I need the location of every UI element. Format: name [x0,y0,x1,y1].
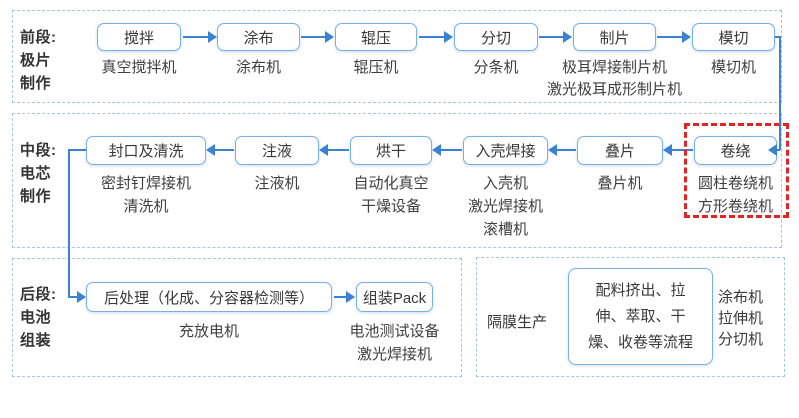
section-middle-label: 中段: 电芯 制作 [20,142,57,205]
machine-label: 激光极耳成形制片机 [547,81,683,98]
section-front-label: 前段: 极片 制作 [20,29,57,92]
connector-r2-r3 [68,149,86,151]
separator-process-line: 配料挤出、拉 [595,281,686,299]
machine-label: 干燥设备 [360,198,421,215]
machine-label: 分条机 [473,59,519,76]
machine-label: 滚槽机 [482,221,528,238]
process-box: 卷绕 [694,136,777,165]
machine-label: 入壳机 [482,175,528,192]
connector-r2-r3 [68,149,70,298]
machine-label: 自动化真空 [353,175,429,192]
process-box: 后处理（化成、分容器检测等） [86,282,332,312]
machine-label: 注液机 [254,175,300,192]
machine-label: 涂布机 [718,289,764,306]
arrow-right-icon [419,31,453,43]
section-back-container [12,258,462,377]
connector-r2-r3 [68,296,77,298]
machine-label: 涂布机 [235,59,281,76]
process-box: 组装Pack [356,282,433,312]
arrow-left-icon [548,144,576,156]
connector-r1-r2 [779,36,781,150]
machine-label: 辊压机 [353,59,399,76]
machine-label: 充放电机 [178,323,239,340]
winding-highlight-box [684,123,789,218]
process-box: 模切 [692,23,775,51]
machine-label: 圆柱卷绕机 [697,175,773,192]
step-electrolyte-filling: 注液 注液机 [235,136,319,195]
arrow-right-icon [301,31,334,43]
step-drying: 烘干 自动化真空 干燥设备 [350,136,432,218]
arrow-right-icon [77,291,86,303]
arrow-right-icon [657,31,691,43]
step-winding: 卷绕 圆柱卷绕机 方形卷绕机 [694,136,777,218]
machine-label: 模切机 [710,59,756,76]
step-mixing: 搅拌 真空搅拌机 [97,23,181,79]
step-die-cutting: 模切 模切机 [692,23,775,79]
machine-label: 极耳焊接制片机 [562,59,668,76]
separator-process-line: 伸、萃取、干 [595,307,686,325]
step-sealing-cleaning: 封口及清洗 密封钉焊接机 清洗机 [86,136,206,218]
process-box: 叠片 [577,136,663,165]
step-post-processing: 后处理（化成、分容器检测等） 充放电机 [86,282,332,343]
process-box: 入壳焊接 [463,136,548,165]
step-sheet-making: 制片 极耳焊接制片机 激光极耳成形制片机 [547,23,682,101]
process-box: 辊压 [335,23,417,51]
separator-section-label: 隔膜生产 [487,314,548,331]
step-casing-welding: 入壳焊接 入壳机 激光焊接机 滚槽机 [463,136,548,241]
separator-process-box: 配料挤出、拉 伸、萃取、干 燥、收卷等流程 [568,268,713,365]
connector-r1-r2 [776,149,780,151]
machine-label: 真空搅拌机 [101,59,177,76]
machine-label: 叠片机 [597,175,643,192]
process-box: 分切 [454,23,538,51]
process-box: 封口及清洗 [86,136,206,165]
separator-machines: 涂布机 拉伸机 分切机 [718,287,763,350]
arrow-right-icon [183,31,217,43]
machine-label: 激光焊接机 [467,198,543,215]
arrow-left-icon [663,144,693,156]
machine-label: 激光焊接机 [357,346,433,363]
machine-label: 分切机 [718,331,764,348]
step-slitting: 分切 分条机 [454,23,538,79]
process-box: 制片 [573,23,656,51]
arrow-left-icon [319,144,349,156]
step-roll-pressing: 辊压 辊压机 [335,23,417,79]
step-pack-assembly: 组装Pack 电池测试设备 激光焊接机 [350,282,440,366]
step-stacking: 叠片 叠片机 [577,136,663,195]
process-box: 搅拌 [97,23,181,51]
arrow-left-icon [432,144,462,156]
process-box: 注液 [235,136,319,165]
section-middle-container [12,113,782,248]
arrow-right-icon [539,31,572,43]
machine-label: 密封钉焊接机 [100,175,191,192]
machine-label: 方形卷绕机 [697,198,773,215]
arrow-right-icon [334,291,355,303]
process-box: 烘干 [350,136,432,165]
machine-label: 电池测试设备 [349,323,440,340]
arrow-left-icon [768,144,777,156]
separator-process-line: 燥、收卷等流程 [587,333,693,351]
arrow-left-icon [206,144,234,156]
section-back-label: 后段: 电池 组装 [20,286,57,349]
connector-r1-r2 [775,36,781,38]
process-box: 涂布 [217,23,300,51]
machine-label: 拉伸机 [718,310,764,327]
step-coating: 涂布 涂布机 [217,23,300,79]
machine-label: 清洗机 [123,198,169,215]
